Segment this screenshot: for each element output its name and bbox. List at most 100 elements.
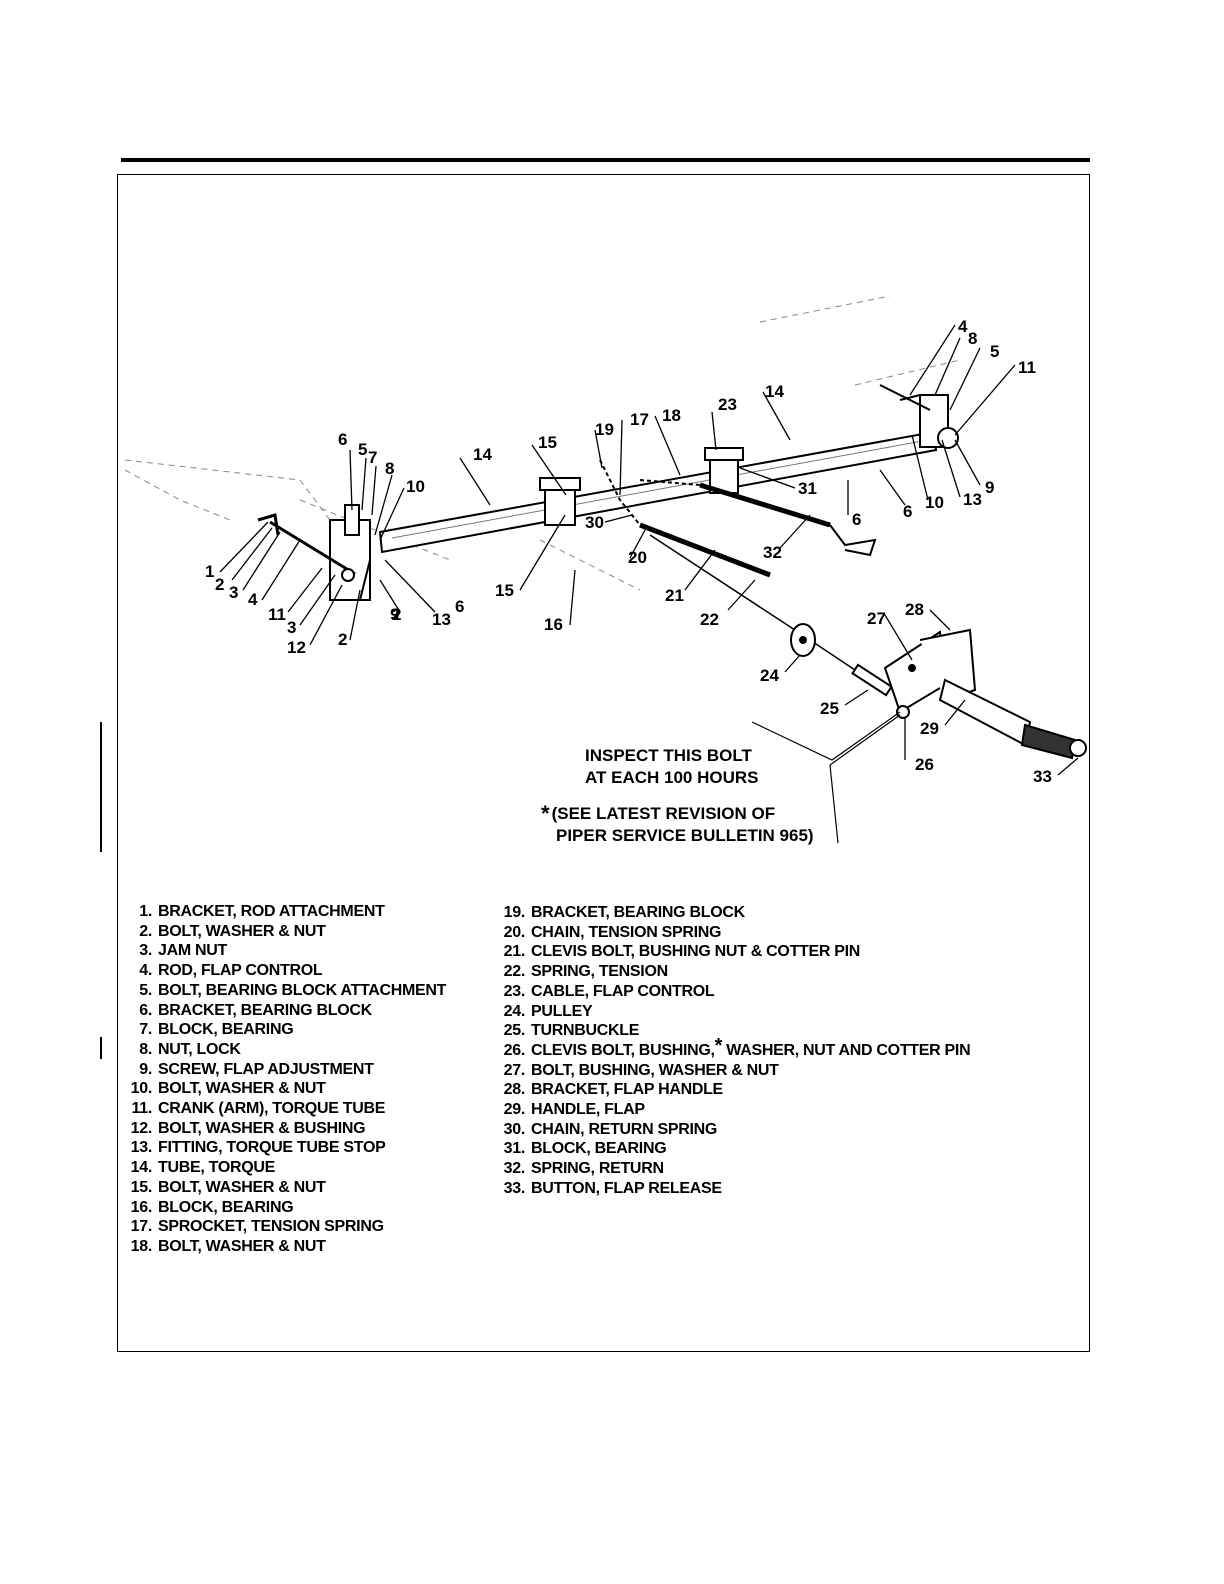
legend-text: SCREW, FLAP ADJUSTMENT bbox=[158, 1060, 374, 1078]
legend-text: PULLEY bbox=[531, 1002, 593, 1020]
asterisk: * bbox=[714, 1034, 723, 1057]
legend-text: BOLT, WASHER & NUT bbox=[158, 1237, 326, 1255]
legend-text: BLOCK, BEARING bbox=[158, 1021, 294, 1039]
legend-item: 19. BRACKET, BEARING BLOCK bbox=[495, 903, 970, 923]
legend-text: BRACKET, BEARING BLOCK bbox=[158, 1001, 372, 1019]
legend-item: 30. CHAIN, RETURN SPRING bbox=[495, 1120, 970, 1140]
change-bar bbox=[100, 722, 102, 852]
legend-item: 28. BRACKET, FLAP HANDLE bbox=[495, 1080, 970, 1100]
legend-text: BOLT, WASHER & NUT bbox=[158, 922, 326, 940]
legend-item: 31. BLOCK, BEARING bbox=[495, 1139, 970, 1159]
legend-text: TUBE, TORQUE bbox=[158, 1159, 276, 1177]
legend-number: 2. bbox=[139, 922, 152, 940]
bulletin-note-line1: (SEE LATEST REVISION OF bbox=[551, 804, 776, 823]
legend-number: 30. bbox=[503, 1120, 526, 1138]
legend-text: FITTING, TORQUE TUBE STOP bbox=[158, 1139, 386, 1157]
legend-item: 8. NUT, LOCK bbox=[122, 1040, 446, 1060]
legend-number: 15. bbox=[130, 1178, 153, 1196]
legend-item: 12. BOLT, WASHER & BUSHING bbox=[122, 1119, 446, 1139]
legend-number: 3. bbox=[139, 942, 152, 960]
legend-number: 16. bbox=[130, 1198, 153, 1216]
bulletin-note-line2: PIPER SERVICE BULLETIN 965) bbox=[556, 826, 814, 845]
change-bar bbox=[100, 1037, 102, 1059]
legend-text: SPRING, RETURN bbox=[531, 1160, 664, 1178]
legend-text: CHAIN, TENSION SPRING bbox=[531, 923, 722, 941]
legend-text: BUTTON, FLAP RELEASE bbox=[531, 1179, 722, 1197]
legend-text: CLEVIS BOLT, BUSHING, bbox=[531, 1041, 715, 1059]
legend-number: 19. bbox=[503, 904, 526, 921]
legend-item: 22.SPRING, TENSION bbox=[495, 962, 970, 982]
legend-number: 12. bbox=[130, 1119, 153, 1137]
legend-text: BRACKET, ROD ATTACHMENT bbox=[158, 903, 385, 920]
legend-item: 15. BOLT, WASHER & NUT bbox=[122, 1178, 446, 1198]
legend-item: 5.BOLT, BEARING BLOCK ATTACHMENT bbox=[122, 981, 446, 1001]
legend-number: 18. bbox=[130, 1237, 153, 1255]
legend-text: CRANK (ARM), TORQUE TUBE bbox=[158, 1100, 386, 1118]
legend-text: BRACKET, BEARING BLOCK bbox=[531, 904, 745, 921]
legend-text: BOLT, BEARING BLOCK ATTACHMENT bbox=[158, 981, 447, 999]
legend-left: 1. BRACKET, ROD ATTACHMENT 2. BOLT, WASHER … bbox=[122, 902, 447, 1257]
legend-text: NUT, LOCK bbox=[158, 1040, 241, 1058]
figure-frame bbox=[117, 174, 1090, 1352]
legend-number: 6. bbox=[139, 1001, 152, 1019]
legend-number: 1. bbox=[139, 903, 152, 920]
legend-text: CABLE, FLAP CONTROL bbox=[531, 982, 715, 1000]
legend-text: BOLT, BUSHING, WASHER & NUT bbox=[531, 1061, 779, 1079]
legend-text: CHAIN, RETURN SPRING bbox=[531, 1120, 718, 1138]
legend-text: BOLT, WASHER & NUT bbox=[158, 1178, 326, 1196]
legend-item: 13. FITTING, TORQUE TUBE STOP bbox=[122, 1138, 446, 1158]
legend-item: 21.CLEVIS BOLT, BUSHING NUT & COTTER PIN bbox=[495, 942, 970, 962]
legend-item: 32. SPRING, RETURN bbox=[495, 1159, 970, 1179]
legend-item: 16. BLOCK, BEARING bbox=[122, 1198, 446, 1218]
legend-number: 24. bbox=[503, 1002, 526, 1020]
legend-text: HANDLE, FLAP bbox=[531, 1101, 645, 1119]
legend-number: 13. bbox=[130, 1139, 153, 1157]
bulletin-note: *(SEE LATEST REVISION OF PIPER SERVICE B… bbox=[541, 801, 814, 847]
legend-text: JAM NUT bbox=[158, 942, 228, 960]
inspect-note-line1: INSPECT THIS BOLT bbox=[585, 746, 752, 765]
legend-number: 17. bbox=[130, 1218, 153, 1236]
legend-item: 24. PULLEY bbox=[495, 1002, 970, 1022]
legend-item: 14. TUBE, TORQUE bbox=[122, 1158, 446, 1178]
legend-number: 31. bbox=[503, 1140, 526, 1158]
inspect-note: INSPECT THIS BOLT AT EACH 100 HOURS bbox=[585, 745, 759, 789]
legend-number: 14. bbox=[130, 1159, 153, 1177]
legend-item: 4.ROD, FLAP CONTROL bbox=[122, 961, 446, 981]
legend-item: 3. JAM NUT bbox=[122, 941, 446, 961]
legend-number: 29. bbox=[503, 1101, 526, 1119]
legend-number: 33. bbox=[503, 1179, 526, 1197]
legend-item: 23. CABLE, FLAP CONTROL bbox=[495, 982, 970, 1002]
legend-number: 8. bbox=[139, 1040, 152, 1058]
legend-item: 7. BLOCK, BEARING bbox=[122, 1020, 446, 1040]
legend-item: 20.CHAIN, TENSION SPRING bbox=[495, 923, 970, 943]
legend-number: 32. bbox=[503, 1160, 526, 1178]
legend-text: BOLT, WASHER & NUT bbox=[158, 1080, 326, 1098]
legend-number: 22. bbox=[503, 963, 526, 981]
top-rule bbox=[121, 158, 1090, 162]
legend-text: BLOCK, BEARING bbox=[531, 1140, 667, 1158]
legend-text: CLEVIS BOLT, BUSHING NUT & COTTER PIN bbox=[531, 943, 861, 961]
legend-number: 9. bbox=[139, 1060, 152, 1078]
legend-number: 4. bbox=[139, 962, 152, 980]
legend-number: 25. bbox=[503, 1022, 526, 1040]
legend-text: SPROCKET, TENSION SPRING bbox=[158, 1218, 384, 1236]
legend-number: 10. bbox=[130, 1080, 153, 1098]
legend-item: 26. CLEVIS BOLT, BUSHING,* WASHER, NUT AN… bbox=[495, 1036, 971, 1061]
legend-number: 28. bbox=[503, 1081, 526, 1099]
legend-number: 26. bbox=[503, 1041, 526, 1059]
inspect-note-line2: AT EACH 100 HOURS bbox=[585, 768, 759, 787]
legend-text: BOLT, WASHER & BUSHING bbox=[158, 1119, 366, 1137]
legend-text: BLOCK, BEARING bbox=[158, 1198, 294, 1216]
legend-item: 1. BRACKET, ROD ATTACHMENT bbox=[122, 902, 446, 922]
legend-number: 7. bbox=[139, 1021, 152, 1039]
legend-item: 9. SCREW, FLAP ADJUSTMENT bbox=[122, 1060, 446, 1080]
legend-item: 6. BRACKET, BEARING BLOCK bbox=[122, 1001, 446, 1021]
legend-number: 23. bbox=[503, 982, 526, 1000]
legend-text: WASHER, NUT AND COTTER PIN bbox=[722, 1041, 971, 1059]
legend-text: BRACKET, FLAP HANDLE bbox=[531, 1081, 723, 1099]
legend-item: 33. BUTTON, FLAP RELEASE bbox=[495, 1179, 970, 1199]
legend-item: 10. BOLT, WASHER & NUT bbox=[122, 1079, 446, 1099]
legend-number: 11. bbox=[131, 1100, 153, 1118]
legend-item: 18. BOLT, WASHER & NUT bbox=[122, 1237, 446, 1257]
legend-item: 17. SPROCKET, TENSION SPRING bbox=[122, 1217, 446, 1237]
